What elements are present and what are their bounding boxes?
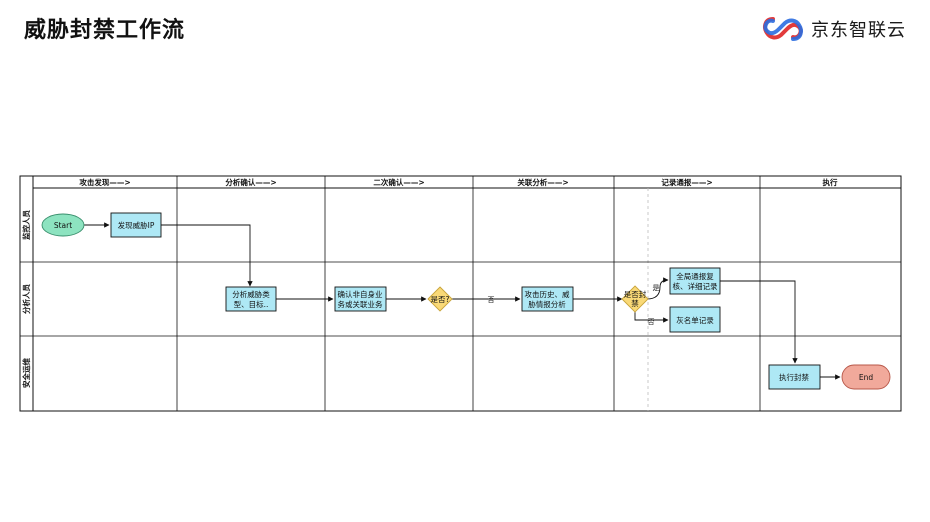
node-label: 是否封 (624, 289, 647, 299)
node-confirm-business[interactable]: 确认非自身业 务或关联业务 (334, 286, 387, 312)
pool-frame (19, 175, 902, 412)
node-end[interactable]: End (841, 364, 891, 390)
process-box (669, 306, 721, 333)
jd-cloud-logo-icon (763, 17, 803, 41)
node-label: End (859, 373, 873, 382)
node-label: 核、详细记录 (673, 281, 718, 291)
node-start[interactable]: Start (41, 213, 85, 237)
process-box (334, 286, 387, 312)
process-box (521, 286, 574, 312)
decision-diamond (427, 286, 453, 312)
edge-block-no-to-greylist (634, 311, 669, 323)
phase-header: 执行 (823, 177, 838, 187)
node-label: 全局通报复 (676, 271, 714, 281)
node-label: 务或关联业务 (338, 299, 383, 309)
phase-header: 攻击发现——> (79, 177, 130, 187)
node-decision-block[interactable]: 是否封 禁 (621, 285, 649, 313)
edge-label-yes: 是 (653, 284, 660, 292)
process-box (225, 286, 277, 312)
edge-label-no: 否 (488, 296, 495, 304)
edge-label-no: 否 (648, 318, 655, 326)
start-terminal (41, 213, 85, 237)
phase-header: 关联分析——> (517, 177, 568, 187)
node-discover-threat-ip[interactable]: 发现威胁IP (110, 212, 162, 238)
phase-header: 分析确认——> (225, 177, 276, 187)
node-label: 分析威胁类 (232, 289, 270, 299)
node-global-report-review[interactable]: 全局通报复 核、详细记录 (669, 267, 721, 295)
node-attack-history-analysis[interactable]: 攻击历史、威 胁情报分析 (521, 286, 574, 312)
edge-block-yes-to-report (646, 277, 669, 300)
phase-header: 二次确认——> (373, 177, 424, 187)
process-box (110, 212, 162, 238)
node-label: 执行封禁 (779, 372, 809, 382)
phase-header: 记录通报——> (661, 177, 712, 187)
lane-label: 分析人员 (21, 284, 31, 314)
lane-label: 监控人员 (21, 210, 31, 240)
brand: 京东智联云 (761, 14, 906, 44)
node-label: 攻击历史、威 (525, 289, 570, 299)
brand-name: 京东智联云 (811, 20, 906, 41)
end-terminal (841, 364, 891, 390)
node-analyze-threat-type[interactable]: 分析威胁类 型、目标.. (225, 286, 277, 312)
edge-discover-to-analyze (161, 224, 253, 287)
node-label: 灰名单记录 (676, 315, 714, 325)
node-greylist-record[interactable]: 灰名单记录 (669, 306, 721, 333)
decision-diamond (621, 285, 649, 313)
page-title: 威胁封禁工作流 (24, 18, 186, 43)
process-box (768, 364, 821, 390)
node-label: Start (54, 221, 72, 230)
node-label: 发现威胁IP (118, 220, 155, 230)
process-box (669, 267, 721, 295)
node-execute-block[interactable]: 执行封禁 (768, 364, 821, 390)
node-label: 型、目标.. (234, 299, 269, 309)
node-label: 胁情报分析 (528, 299, 566, 309)
edge-report-to-execute (718, 280, 798, 364)
node-decision-yes-no[interactable]: 是否? (427, 286, 453, 312)
node-label: 是否? (431, 295, 450, 304)
edges (84, 222, 841, 380)
node-label: 确认非自身业 (338, 289, 383, 299)
lane-label: 安全运维 (21, 358, 31, 388)
node-label: 禁 (631, 299, 639, 308)
